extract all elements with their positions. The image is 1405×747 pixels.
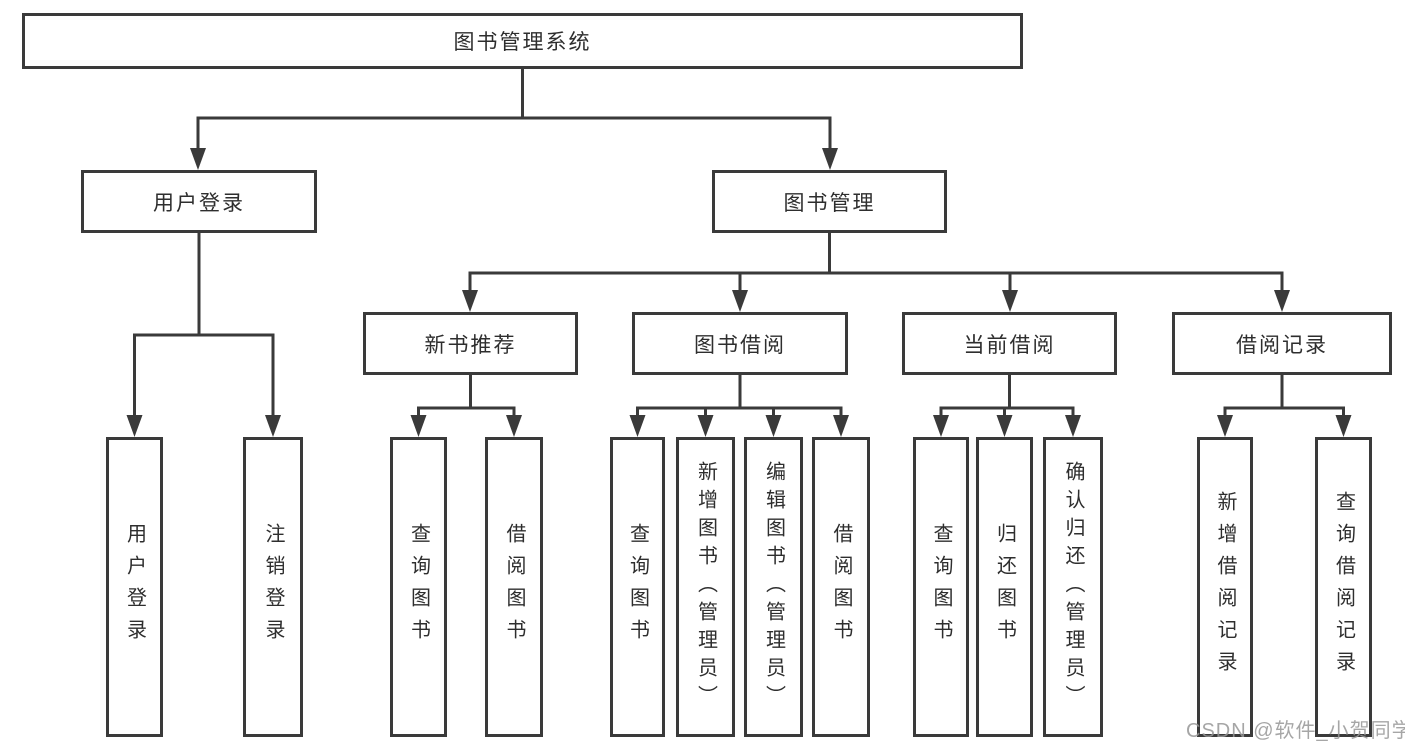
node-book-management-label: 图书管理 <box>783 191 876 215</box>
node-borrow-records: 借阅记录 <box>1172 312 1392 375</box>
leaf-borrow-books: 借阅图书 <box>812 437 870 737</box>
watermark-text: CSDN @软件_小贺同学 <box>1186 720 1405 742</box>
leaf-borrow-query-books-label: 查询图书 <box>626 523 649 651</box>
leaf-confirm-return-admin-label: 确认归还（管理员） <box>1062 461 1084 713</box>
leaf-user-login-label: 用户登录 <box>123 523 146 651</box>
leaf-add-borrow-record: 新增借阅记录 <box>1197 437 1253 737</box>
leaf-user-login: 用户登录 <box>106 437 163 737</box>
leaf-edit-books-admin: 编辑图书（管理员） <box>744 437 803 737</box>
node-root-label: 图书管理系统 <box>453 31 592 54</box>
leaf-confirm-return-admin: 确认归还（管理员） <box>1043 437 1103 737</box>
leaf-recommend-borrow-books-label: 借阅图书 <box>503 523 525 651</box>
leaf-borrow-books-label: 借阅图书 <box>830 523 852 651</box>
leaf-add-borrow-record-label: 新增借阅记录 <box>1214 491 1236 683</box>
leaf-query-borrow-record-label: 查询借阅记录 <box>1332 491 1355 683</box>
node-borrow-records-label: 借阅记录 <box>1236 333 1328 357</box>
leaf-logout-label: 注销登录 <box>262 523 284 651</box>
leaf-query-borrow-record: 查询借阅记录 <box>1315 437 1372 737</box>
node-book-borrow: 图书借阅 <box>632 312 848 375</box>
node-book-borrow-label: 图书借阅 <box>694 333 786 357</box>
leaf-logout: 注销登录 <box>243 437 303 737</box>
leaf-return-books-label: 归还图书 <box>993 523 1016 651</box>
leaf-borrow-query-books: 查询图书 <box>610 437 665 737</box>
node-new-book-recommend: 新书推荐 <box>363 312 578 375</box>
leaf-add-books-admin: 新增图书（管理员） <box>676 437 735 737</box>
node-current-borrow: 当前借阅 <box>902 312 1117 375</box>
node-book-management: 图书管理 <box>712 170 947 233</box>
node-root: 图书管理系统 <box>22 13 1023 69</box>
leaf-edit-books-admin-label: 编辑图书（管理员） <box>762 461 785 713</box>
leaf-current-query-books-label: 查询图书 <box>930 523 952 651</box>
leaf-add-books-admin-label: 新增图书（管理员） <box>694 461 717 713</box>
node-new-book-recommend-label: 新书推荐 <box>424 333 517 357</box>
leaf-recommend-query-books-label: 查询图书 <box>407 523 430 651</box>
leaf-recommend-borrow-books: 借阅图书 <box>485 437 543 737</box>
leaf-recommend-query-books: 查询图书 <box>390 437 447 737</box>
leaf-current-query-books: 查询图书 <box>913 437 969 737</box>
leaf-return-books: 归还图书 <box>976 437 1033 737</box>
node-user-login: 用户登录 <box>81 170 317 233</box>
node-current-borrow-label: 当前借阅 <box>963 333 1056 357</box>
node-user-login-label: 用户登录 <box>153 191 245 215</box>
